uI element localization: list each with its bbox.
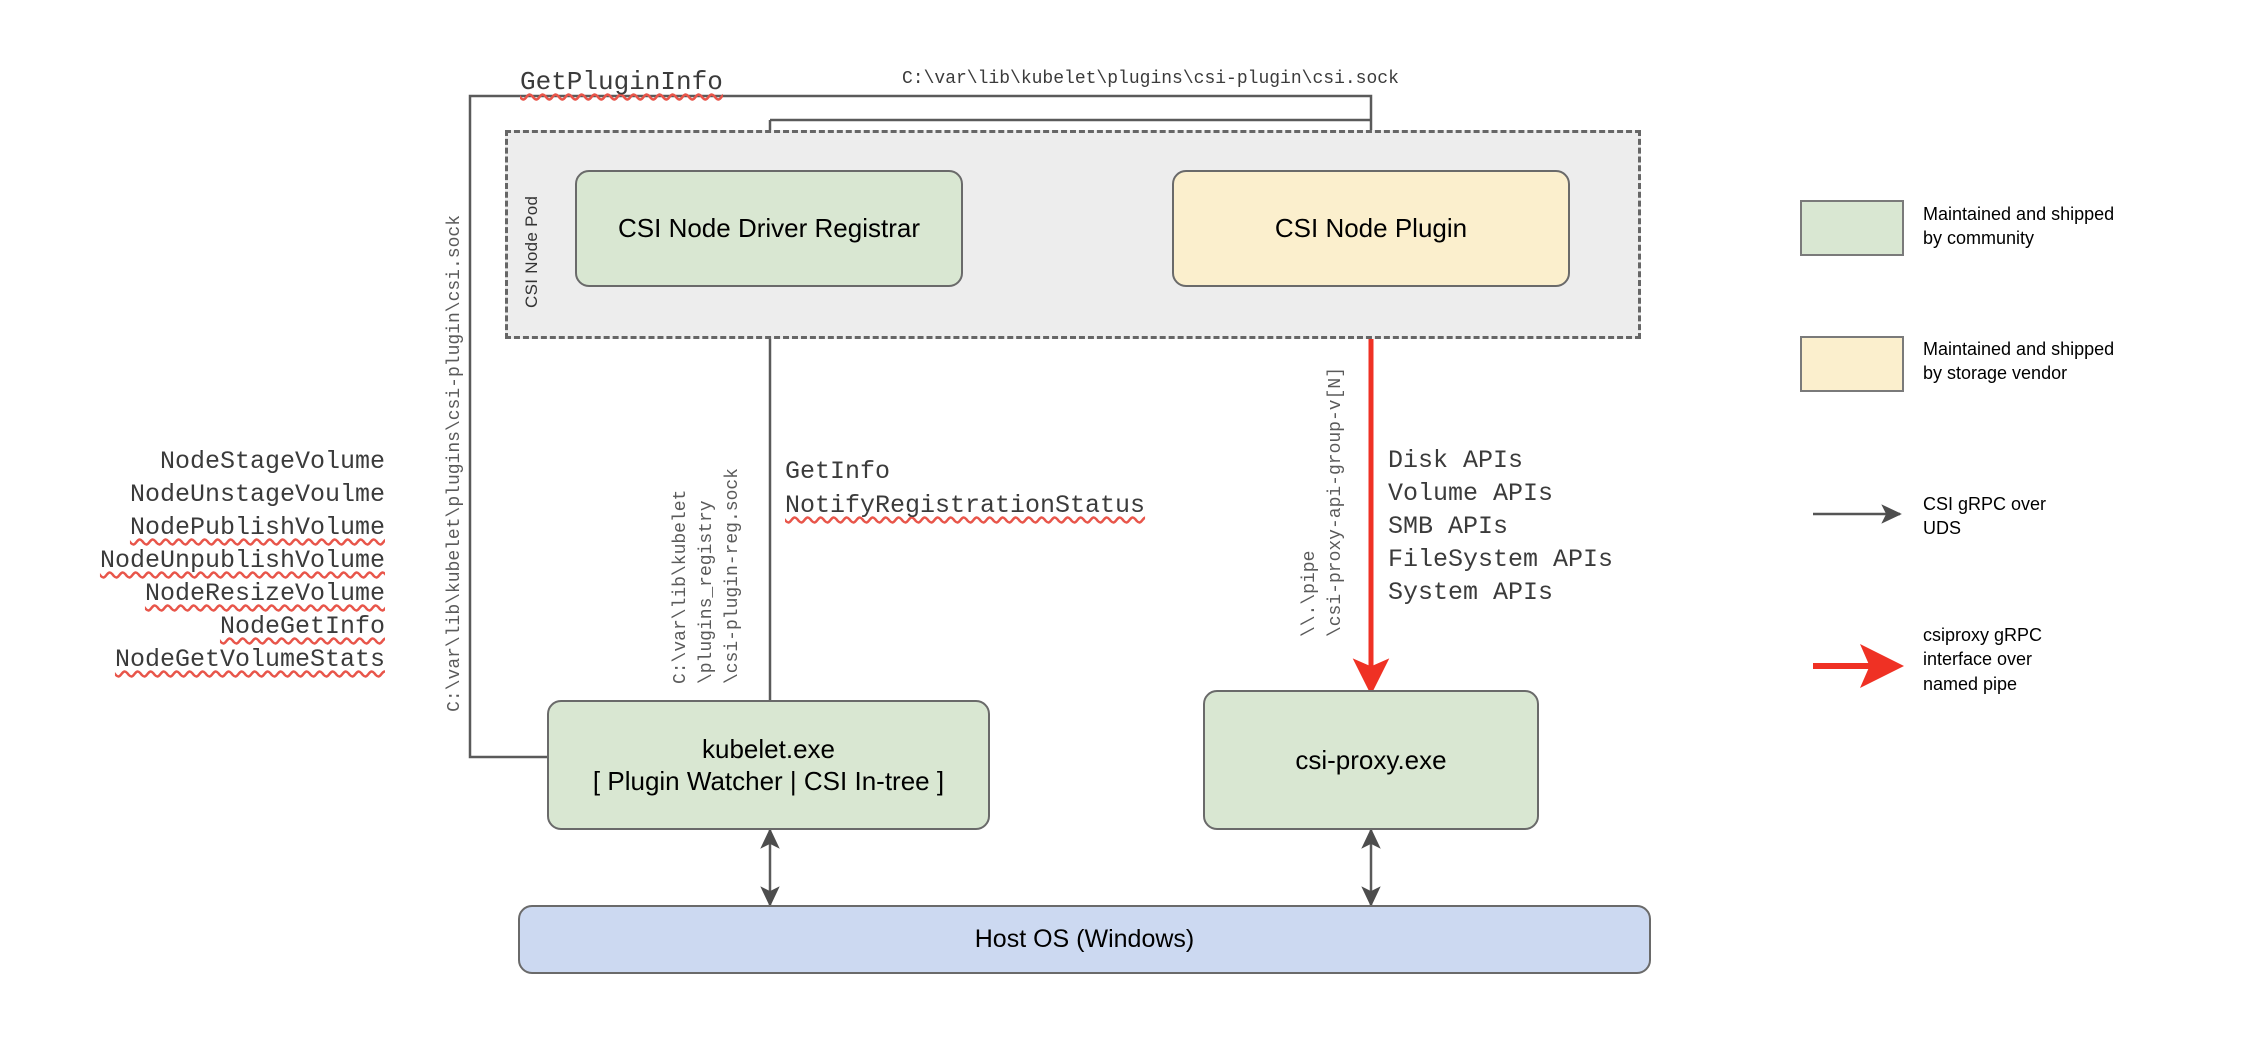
label-csi-sock-path-vertical: C:\var\lib\kubelet\plugins\csi-plugin\cs… [445,215,465,712]
label-registration-calls: GetInfo NotifyRegistrationStatus [785,455,1145,523]
proxy-api-item: Volume APIs [1388,479,1554,508]
node-host-os-label: Host OS (Windows) [974,924,1195,953]
api-item: NodeResizeVolume [144,579,385,608]
node-kubelet-exe-label: kubelet.exe [ Plugin Watcher | CSI In-tr… [592,733,945,797]
proxy-api-item: System APIs [1388,578,1554,607]
label-registry-sock-vertical: C:\var\lib\kubelet \plugins_registry \cs… [671,468,744,685]
api-item: NodeUnstageVoulme [129,480,385,509]
node-csi-proxy-exe[interactable]: csi-proxy.exe [1203,690,1539,830]
csi-node-api-list: NodeStageVolume NodeUnstageVoulme NodePu… [60,445,385,676]
legend-label-community: Maintained and shipped by community [1923,204,2115,249]
label-csi-sock-path-top: C:\var\lib\kubelet\plugins\csi-plugin\cs… [902,69,1399,89]
legend-label-csiproxy-grpc: csiproxy gRPC interface over named pipe [1923,625,2043,694]
label-get-info: GetInfo [785,457,891,486]
csi-proxy-api-list: Disk APIs Volume APIs SMB APIs FileSyste… [1388,444,1613,609]
node-kubelet-exe[interactable]: kubelet.exe [ Plugin Watcher | CSI In-tr… [547,700,990,830]
label-named-pipe-vertical: \\.\pipe \csi-proxy-api-group-v[N] [1300,367,1347,638]
proxy-api-item: SMB APIs [1388,512,1509,541]
proxy-api-item: FileSystem APIs [1388,545,1614,574]
api-item: NodeUnpublishVolume [99,546,385,575]
legend-swatch-community [1800,200,1904,256]
legend-label-csi-grpc-uds: CSI gRPC over UDS [1923,494,2047,539]
node-host-os[interactable]: Host OS (Windows) [518,905,1651,974]
api-item: NodePublishVolume [129,513,385,542]
api-item: NodeGetVolumeStats [114,645,385,674]
node-csi-proxy-exe-label: csi-proxy.exe [1295,744,1447,775]
node-csi-node-plugin[interactable]: CSI Node Plugin [1172,170,1570,287]
node-csi-node-plugin-label: CSI Node Plugin [1274,213,1468,244]
label-notify-registration-status: NotifyRegistrationStatus [785,490,1146,520]
api-item: NodeGetInfo [219,612,385,641]
proxy-api-item: Disk APIs [1388,446,1524,475]
label-get-plugin-info: GetPluginInfo [520,67,723,97]
legend-label-storage-vendor: Maintained and shipped by storage vendor [1923,339,2115,384]
api-item: NodeStageVolume [159,447,385,476]
csi-node-pod-label: CSI Node Pod [522,195,541,308]
legend-swatch-storage-vendor [1800,336,1904,392]
node-csi-node-driver-registrar-label: CSI Node Driver Registrar [618,213,920,244]
node-csi-node-driver-registrar[interactable]: CSI Node Driver Registrar [575,170,963,287]
